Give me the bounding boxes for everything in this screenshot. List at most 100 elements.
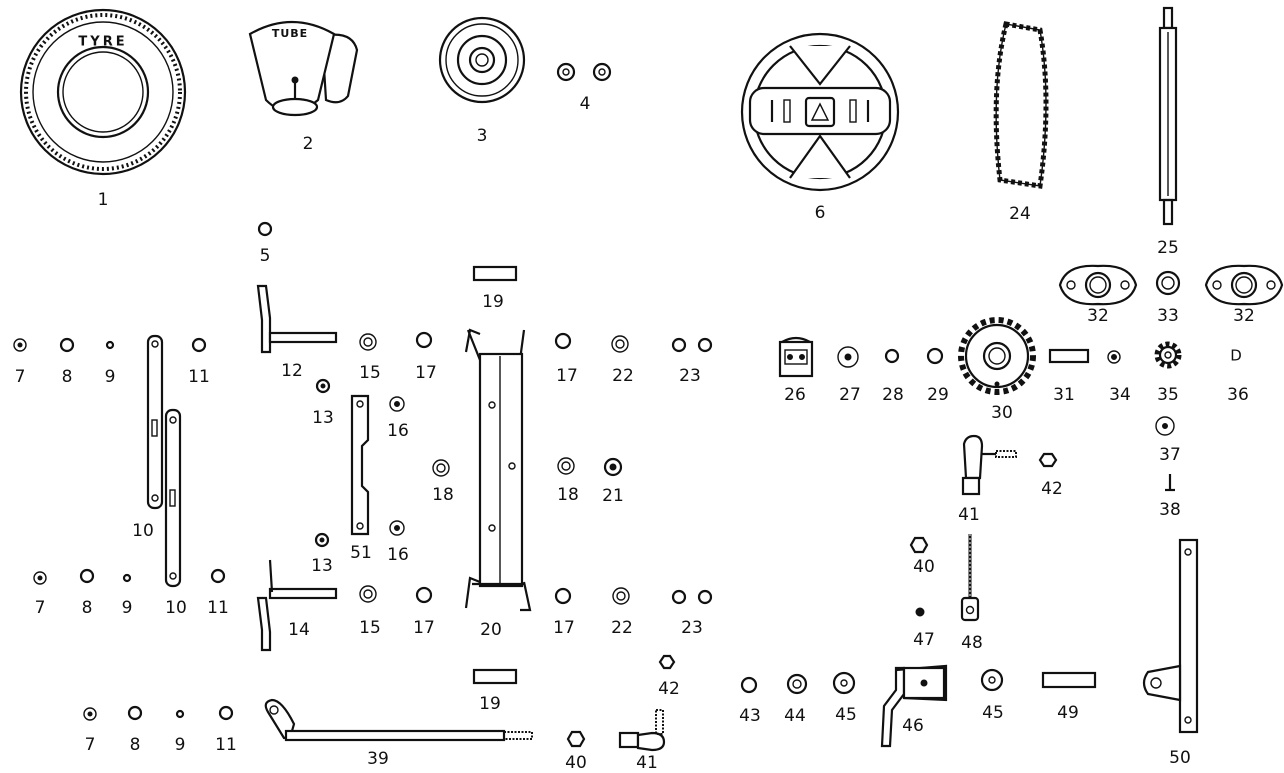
label-37: 37 [1159,445,1181,465]
label-41-top: 41 [958,505,980,525]
label-3: 3 [477,126,488,146]
label-17-a: 17 [415,363,437,383]
washer-row-bottom [33,568,226,585]
washer-27-part [837,346,859,368]
washer-22-bottom [612,587,630,605]
screw-38-part [1165,474,1175,492]
label-23-top: 23 [679,366,701,386]
label-8-bottom: 8 [130,735,141,755]
tube-part: TUBE [248,20,359,117]
tie-rod-39-part [264,698,533,742]
flange-right-part [1204,264,1284,306]
ring-29-part [926,347,944,365]
washer-18-right [557,457,575,475]
label-17-d: 17 [553,618,575,638]
label-15-bottom: 15 [359,618,381,638]
washer-22-top [611,335,629,353]
label-42-bottom: 42 [658,679,680,699]
label-45-right: 45 [982,703,1004,723]
bracket-46-part [880,664,948,748]
label-7-top: 7 [15,367,26,387]
washer-16-top [389,396,405,412]
nut-pair-23-bottom [671,589,713,605]
label-40-top: 40 [913,557,935,577]
label-18-right: 18 [557,485,579,505]
nut-17-c [415,586,433,604]
label-7-mid: 7 [35,598,46,618]
label-7-bottom: 7 [85,735,96,755]
bushing-33-part [1155,270,1181,296]
label-33: 33 [1157,306,1179,326]
ball-joint-41-bottom [618,709,666,752]
label-51: 51 [350,543,372,563]
arm-50-part [1142,538,1199,734]
label-15-top: 15 [359,363,381,383]
plate-51-part [350,394,370,536]
label-13-bottom: 13 [311,556,333,576]
spacer-19-top [472,265,518,282]
nut-40-bottom [566,730,586,748]
label-9-bottom: 9 [175,735,186,755]
drag-link-48-part [960,534,980,622]
axle-12-part [256,284,338,354]
label-6: 6 [815,203,826,223]
nut-pair-23-top [671,337,713,353]
washer-15-bottom [359,585,377,603]
label-11-bottom: 11 [215,735,237,755]
label-47: 47 [913,630,935,650]
nut-47-part [915,607,925,617]
washer-16-bottom [389,520,405,536]
washer-18-left [432,459,450,477]
washer-5-part [257,221,273,237]
label-16-bottom: 16 [387,545,409,565]
label-49: 49 [1057,703,1079,723]
label-40-bottom: 40 [565,753,587,773]
label-11-mid: 11 [207,598,229,618]
label-38: 38 [1159,500,1181,520]
label-11-top: 11 [188,367,210,387]
nut-21-part [603,457,623,477]
label-17-c: 17 [413,618,435,638]
label-48: 48 [961,633,983,653]
nut-17-b [554,332,572,350]
label-8-mid: 8 [82,598,93,618]
label-10-bottom: 10 [165,598,187,618]
bracket-26-part [778,336,814,378]
label-16-top: 16 [387,421,409,441]
label-14: 14 [288,620,310,640]
front-axle-beam-part [464,328,532,612]
label-20: 20 [480,620,502,640]
bushing-45-right [980,668,1004,692]
label-41-bottom: 41 [636,753,658,773]
label-32-left: 32 [1087,306,1109,326]
label-27: 27 [839,385,861,405]
nut-13-bottom [314,532,330,548]
label-26: 26 [784,385,806,405]
washer-44-part [786,673,808,695]
label-22-bottom: 22 [611,618,633,638]
label-18-left: 18 [432,485,454,505]
nut-17-d [554,587,572,605]
washer-row-lower [83,705,234,721]
nut-42-bottom [658,654,676,670]
label-19-top: 19 [482,292,504,312]
spacer-49-part [1041,671,1097,689]
label-2: 2 [303,134,314,154]
label-29: 29 [927,385,949,405]
label-8-top: 8 [62,367,73,387]
label-31: 31 [1053,385,1075,405]
steering-column-part [1158,6,1178,226]
key-36-part: D [1230,347,1242,365]
label-42-top: 42 [1041,479,1063,499]
ball-joint-41-top [961,434,1017,496]
sprocket-30-part [958,317,1036,395]
spacer-31-part [1048,348,1090,364]
label-32-right: 32 [1233,306,1255,326]
washer-row-top [13,337,207,353]
label-45-left: 45 [835,705,857,725]
ring-43-part [740,676,758,694]
bar-10-part [146,334,182,588]
label-28: 28 [882,385,904,405]
label-9-top: 9 [105,367,116,387]
spacer-19-bottom [472,668,518,685]
